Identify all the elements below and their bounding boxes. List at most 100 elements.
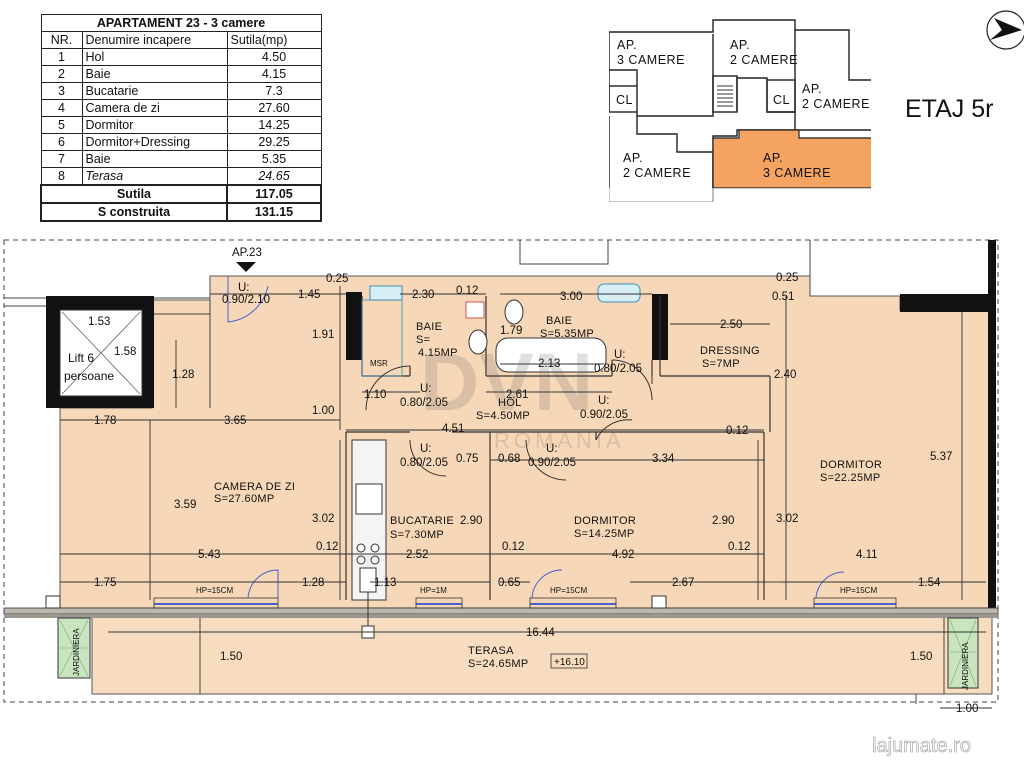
- row-area: 24.65: [226, 167, 322, 186]
- toilet-icon: [504, 299, 524, 325]
- room-dormitor2-name: DORMITOR: [820, 459, 882, 471]
- dim-text: 2.90: [712, 515, 734, 527]
- dim-text: 1.79: [500, 325, 522, 337]
- door-baie2-size: 0.80/2.05: [594, 363, 642, 375]
- door-swings: [227, 276, 845, 599]
- dim-text: 0.12: [502, 541, 524, 553]
- window-label-4: HP=15CM: [840, 586, 877, 595]
- door-baie1-u: U:: [420, 383, 432, 395]
- keyplan-cl-a: CL: [616, 93, 633, 107]
- keyplan-svg: [608, 19, 875, 203]
- row-name: Baie: [81, 65, 228, 83]
- elevation-mark: +16.10: [554, 657, 585, 668]
- toilet-icon-2: [468, 329, 488, 355]
- dim-text: 2.90: [460, 515, 482, 527]
- dim-text: 0.25: [776, 272, 798, 284]
- door-dressing-u: U:: [598, 395, 610, 407]
- lift-name-line1: Lift 6 persoane: [64, 351, 114, 383]
- door-entry-size: 0.90/2.10: [222, 294, 270, 306]
- dim-text: 2.61: [506, 389, 528, 401]
- keyplan-ap-d: AP. 2 CAMERE: [623, 151, 691, 180]
- dim-text: 0.65: [498, 577, 520, 589]
- room-labels: BAIE S= 4.15MP BAIE S=5.35MP DRESSING S=…: [214, 315, 882, 670]
- dim-text: 2.40: [774, 369, 796, 381]
- table-row-sconstr: S construita 131.15: [40, 202, 322, 222]
- north-arrow-icon: [986, 10, 1024, 50]
- dim-text: 1.91: [312, 329, 334, 341]
- door-dormitor-size: 0.90/2.05: [528, 457, 576, 469]
- floor-keyplan: AP. 3 CAMERE AP. 2 CAMERE AP. 2 CAMERE A…: [608, 16, 875, 207]
- door-dressing-size: 0.90/2.05: [580, 409, 628, 421]
- sconstr-value: 131.15: [226, 202, 322, 222]
- msr-label: MSR: [370, 359, 388, 368]
- window-label-1: HP=15CM: [196, 586, 233, 595]
- keyplan-cl-b: CL: [773, 93, 790, 107]
- planter-left-label: JARDINIERA: [72, 628, 81, 676]
- site-watermark: lajumate.ro: [872, 735, 971, 757]
- planter-right: [947, 617, 979, 689]
- window-label-3: HP=15CM: [550, 586, 587, 595]
- sutila-value: 117.05: [226, 184, 322, 204]
- dim-text: 1.00: [956, 703, 978, 715]
- room-baie2-name: BAIE: [546, 315, 572, 327]
- door-marks: U: 0.90/2.10 U: 0.80/2.05 U: 0.80/2.05 U…: [222, 282, 642, 469]
- planter-left: [57, 617, 91, 679]
- dim-text: 2.52: [406, 549, 428, 561]
- dim-text: 16.44: [526, 627, 555, 639]
- room-bucatarie-name: BUCATARIE: [390, 515, 454, 527]
- room-terasa-area: S=24.65MP: [468, 658, 529, 670]
- washbasin-icon: [597, 283, 641, 303]
- room-camera-name: CAMERA DE ZI: [214, 481, 295, 493]
- area-table: APARTAMENT 23 - 3 camere NR. Denumire in…: [40, 14, 322, 222]
- watermark-logo: DVN: [420, 337, 593, 428]
- sconstr-label: S construita: [40, 202, 228, 222]
- dim-text: 4.11: [856, 549, 878, 561]
- sink-icon: [465, 301, 485, 319]
- elevation-box: [550, 653, 588, 669]
- row-name: Camera de zi: [81, 99, 228, 117]
- dim-text: 3.02: [312, 513, 334, 525]
- room-dormitor1-name: DORMITOR: [574, 515, 636, 527]
- dim-text: 2.67: [672, 577, 694, 589]
- row-name: Dormitor: [81, 116, 228, 134]
- dim-text: 1.28: [302, 577, 324, 589]
- door-dormitor-u: U:: [546, 443, 558, 455]
- dim-text: 1.13: [374, 577, 396, 589]
- dim-text: 0.12: [728, 541, 750, 553]
- dim-text: 1.45: [298, 289, 320, 301]
- floor-label: ETAJ 5r: [905, 95, 994, 123]
- dim-text: 2.13: [538, 358, 560, 370]
- keyplan-ap-current: AP. 3 CAMERE: [763, 151, 831, 180]
- dim-text: 0.75: [456, 453, 478, 465]
- room-baie2-area: S=5.35MP: [540, 328, 594, 340]
- room-baie1-name: BAIE: [416, 321, 442, 333]
- door-baie2-u: U:: [614, 349, 626, 361]
- dim-text: 2.50: [720, 319, 742, 331]
- slab-edge: [3, 607, 999, 615]
- watermark-sub: ROMANIA: [494, 428, 625, 453]
- row-name: Baie: [81, 150, 228, 168]
- room-dormitor1-area: S=14.25MP: [574, 528, 635, 540]
- room-bucatarie-area: S=7.30MP: [390, 529, 444, 541]
- room-dressing-name: DRESSING: [700, 345, 760, 357]
- room-camera-area: S=27.60MP: [214, 493, 275, 505]
- dim-text: 0.12: [726, 425, 748, 437]
- room-hol-name: HOL: [498, 397, 522, 409]
- entry-arrow-icon: [236, 262, 256, 272]
- room-baie1-area-b: 4.15MP: [418, 347, 458, 359]
- door-entry-u: U:: [238, 282, 250, 294]
- dim-text: 3.02: [776, 513, 798, 525]
- keyplan-ap-a: AP. 3 CAMERE: [617, 38, 685, 67]
- dim-text: 0.12: [316, 541, 338, 553]
- sutila-label: Sutila: [40, 184, 228, 204]
- dim-text: 1.78: [94, 415, 116, 427]
- room-dormitor2-area: S=22.25MP: [820, 472, 881, 484]
- dim-text: 3.59: [174, 499, 196, 511]
- room-terasa-name: TERASA: [468, 645, 514, 657]
